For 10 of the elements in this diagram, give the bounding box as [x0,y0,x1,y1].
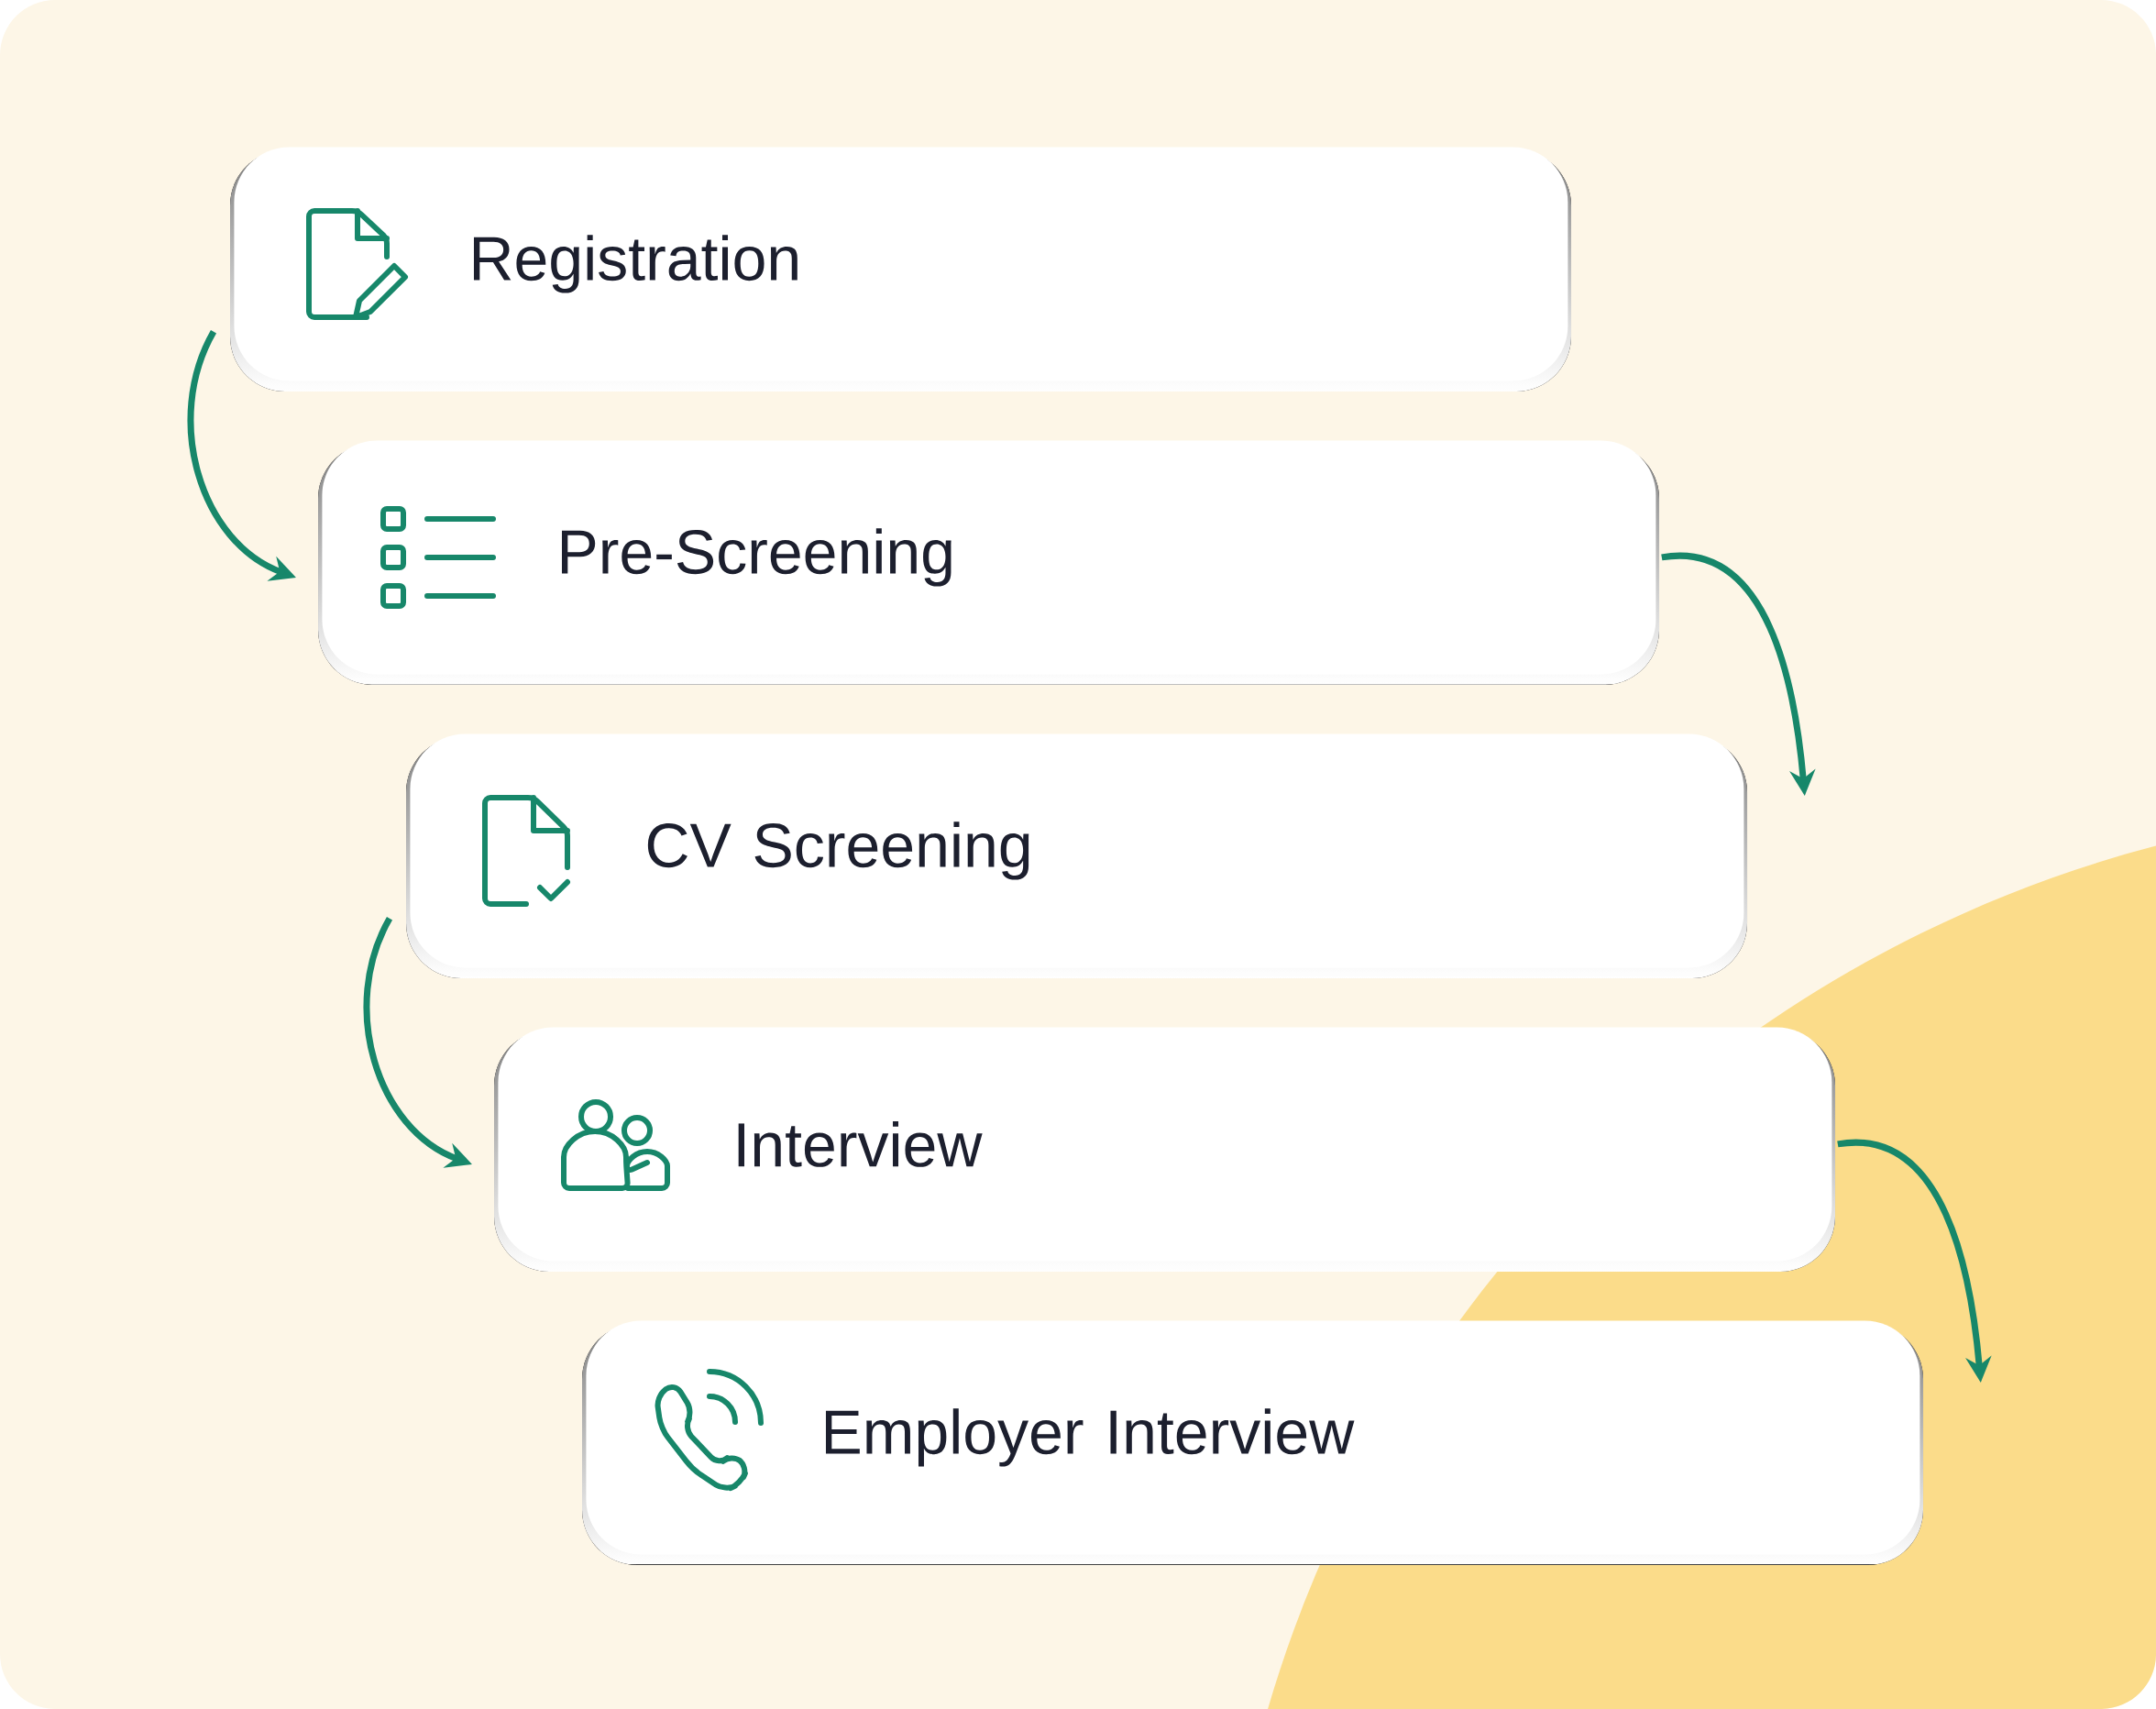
node-label: Employer Interview [825,1408,1355,1467]
node-label: Interview [738,1120,983,1167]
step-box: Interview [498,1027,1832,1262]
node-label: Pre-Screening [561,528,952,587]
node-label: Registration [473,235,798,293]
step-box: Employer Interview [586,1320,1920,1555]
step-box: Pre-Screening [322,440,1656,675]
step-box: Registration [234,147,1568,381]
step-box: CV Screening [410,733,1744,968]
node-label: CV Screening [647,821,1029,880]
